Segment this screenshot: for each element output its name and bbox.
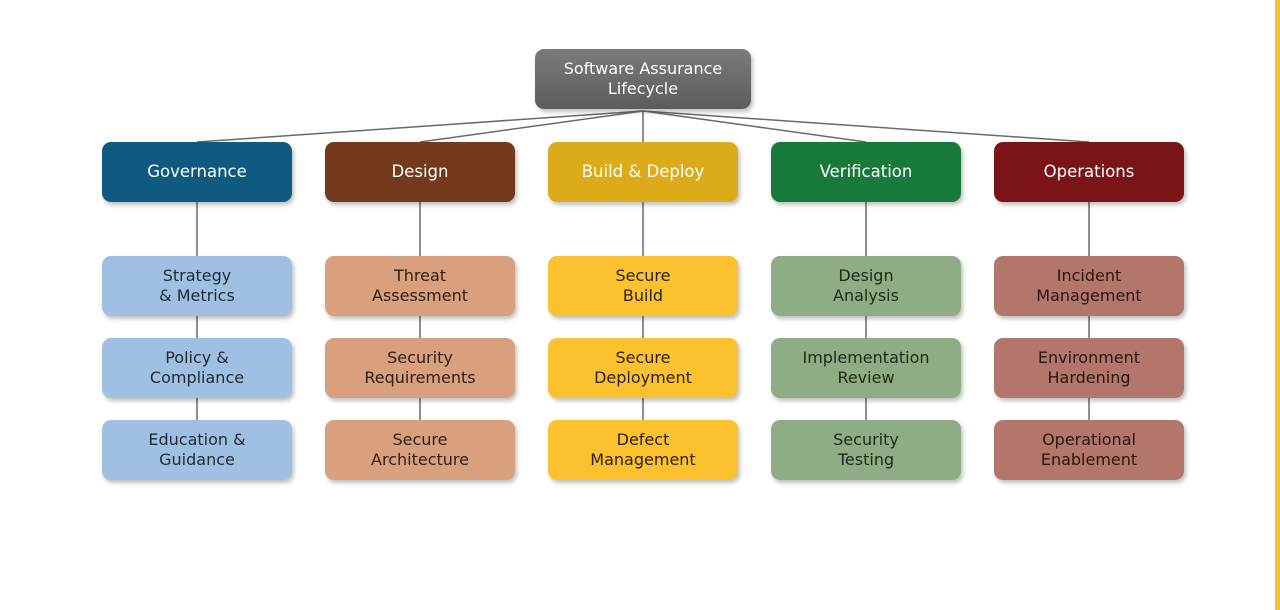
category-governance: Governance (102, 142, 292, 202)
practice-node: Secure Deployment (548, 338, 738, 398)
category-build-deploy: Build & Deploy (548, 142, 738, 202)
practice-node: Defect Management (548, 420, 738, 480)
practice-node: Education & Guidance (102, 420, 292, 480)
practice-node: Secure Build (548, 256, 738, 316)
practice-node: Security Testing (771, 420, 961, 480)
practice-node: Design Analysis (771, 256, 961, 316)
root-connector-line (642, 110, 867, 143)
practice-node: Incident Management (994, 256, 1184, 316)
accent-bar (1275, 0, 1280, 610)
practice-node: Policy & Compliance (102, 338, 292, 398)
practice-node: Threat Assessment (325, 256, 515, 316)
root-connector-line (196, 110, 644, 143)
category-design: Design (325, 142, 515, 202)
practice-node: Secure Architecture (325, 420, 515, 480)
practice-node: Operational Enablement (994, 420, 1184, 480)
practice-node: Strategy & Metrics (102, 256, 292, 316)
root-node: Software Assurance Lifecycle (535, 49, 751, 109)
root-connector-line (642, 110, 1090, 143)
root-connector-line (419, 110, 644, 143)
practice-node: Implementation Review (771, 338, 961, 398)
category-verification: Verification (771, 142, 961, 202)
practice-node: Environment Hardening (994, 338, 1184, 398)
practice-node: Security Requirements (325, 338, 515, 398)
category-operations: Operations (994, 142, 1184, 202)
